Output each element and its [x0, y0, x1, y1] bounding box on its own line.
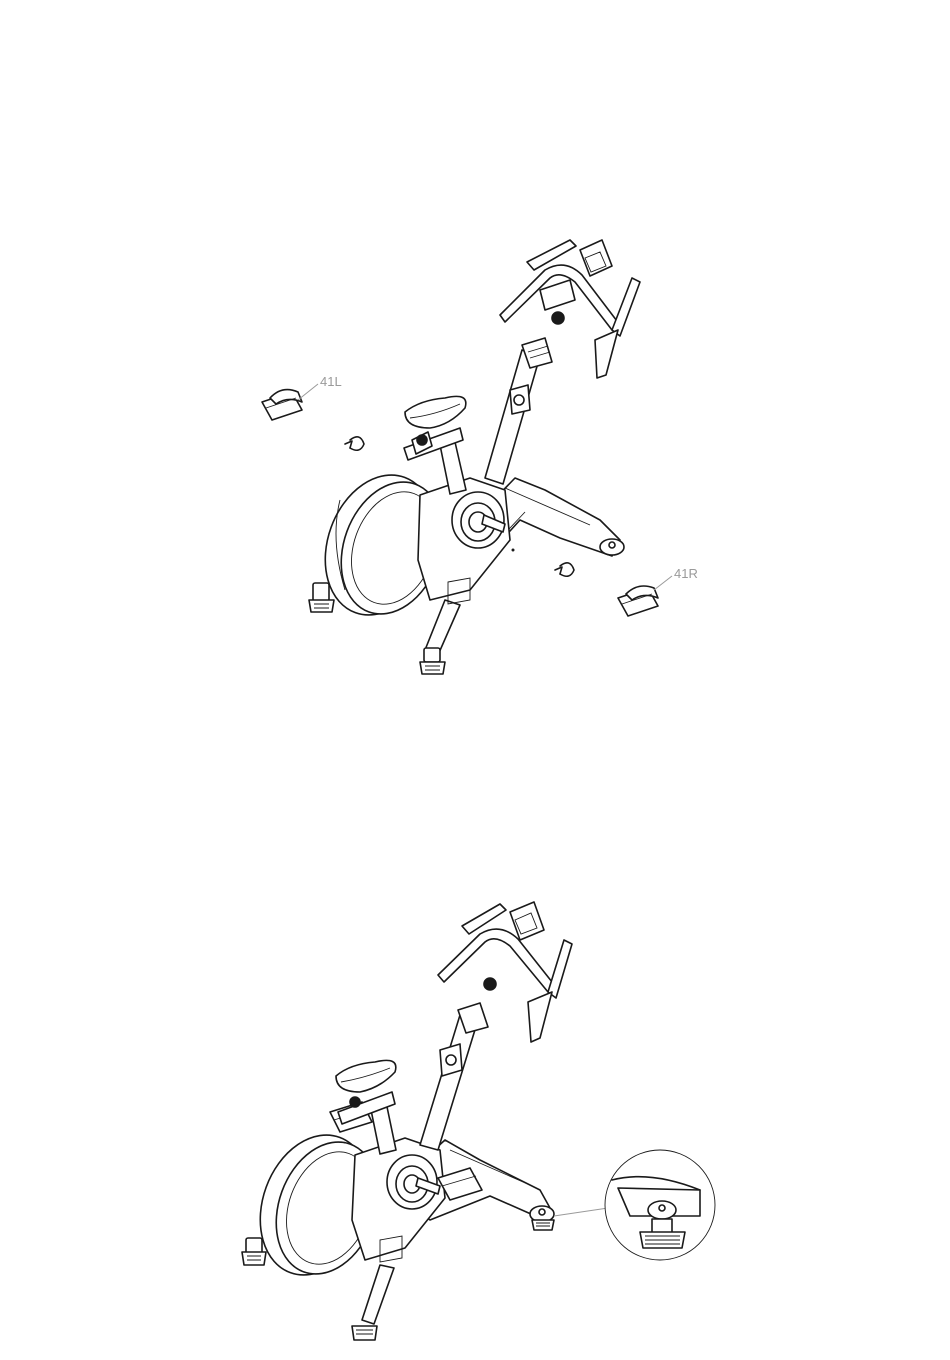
crank-housing	[352, 1138, 445, 1262]
crank-housing	[418, 478, 515, 604]
pedal-right	[618, 586, 658, 616]
arrow-rotate-icon	[555, 563, 574, 576]
arrow-rotate-icon	[345, 437, 364, 450]
callout-label-41L: 41L	[320, 374, 342, 389]
assembly-step-top: 41L 41R	[0, 0, 950, 720]
callout-label-41R: 41R	[674, 566, 698, 581]
pedal-left	[262, 390, 302, 420]
rear-foot	[242, 1238, 266, 1265]
assembled-view-diagram	[0, 720, 950, 1360]
assembly-step-bottom	[0, 720, 950, 1360]
console	[580, 240, 612, 276]
console	[510, 902, 544, 940]
exploded-view-diagram: 41L 41R	[0, 0, 950, 720]
handlebar-stem	[420, 1003, 488, 1150]
callout-leader-41L	[298, 384, 318, 400]
detail-leader-line	[554, 1208, 608, 1216]
front-leg	[420, 600, 460, 674]
seat-assembly	[404, 396, 466, 494]
handlebar-stem	[485, 338, 552, 484]
callout-leader-41R	[654, 576, 672, 590]
front-leg	[352, 1265, 394, 1340]
detail-magnifier-icon	[554, 1150, 715, 1260]
